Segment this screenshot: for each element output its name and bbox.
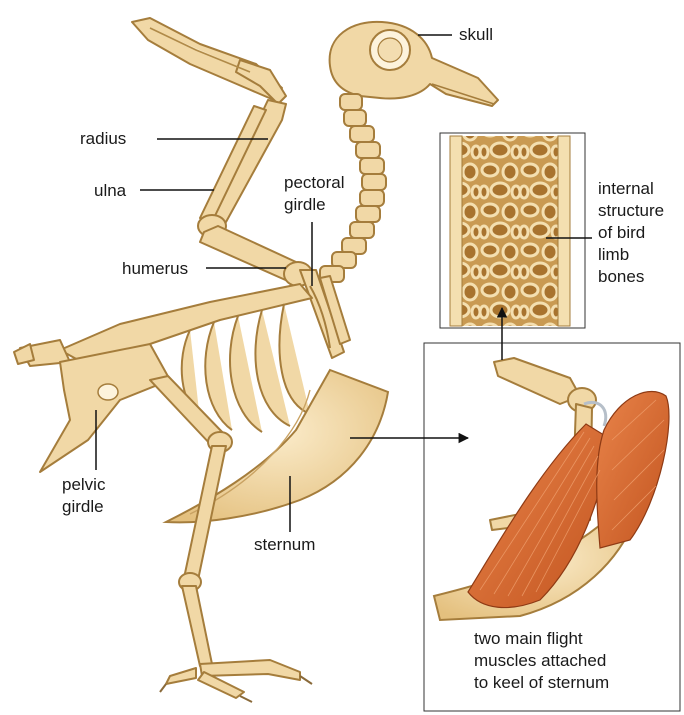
label-pelvic-girdle: pelvic girdle [62,474,105,518]
label-radius: radius [80,128,126,150]
pectoral-girdle-bones [300,270,350,358]
label-pelvic-girdle-line-1: pelvic [62,474,105,496]
label-internal-structure-line-1: internal [598,178,664,200]
label-pectoral-girdle: pectoral girdle [284,172,344,216]
label-flight-muscles-line-2: muscles attached [474,650,609,672]
wing-hand-bones [132,18,286,104]
label-flight-muscles-line-3: to keel of sternum [474,672,609,694]
bone-structure-inset [440,133,585,328]
label-pelvic-girdle-line-2: girdle [62,496,105,518]
label-flight-muscles: two main flight muscles attached to keel… [474,628,609,694]
label-humerus: humerus [122,258,188,280]
label-flight-muscles-line-1: two main flight [474,628,609,650]
label-internal-structure-line-2: structure [598,200,664,222]
label-pectoral-girdle-line-2: girdle [284,194,344,216]
label-sternum: sternum [254,534,315,556]
label-internal-structure: internal structure of bird limb bones [598,178,664,288]
label-internal-structure-line-3: of bird [598,222,664,244]
label-skull: skull [459,24,493,46]
label-internal-structure-line-4: limb [598,244,664,266]
label-ulna: ulna [94,180,126,202]
humerus-bone [198,215,312,286]
label-internal-structure-line-5: bones [598,266,664,288]
radius-ulna-bones [200,100,286,222]
label-pectoral-girdle-line-1: pectoral [284,172,344,194]
